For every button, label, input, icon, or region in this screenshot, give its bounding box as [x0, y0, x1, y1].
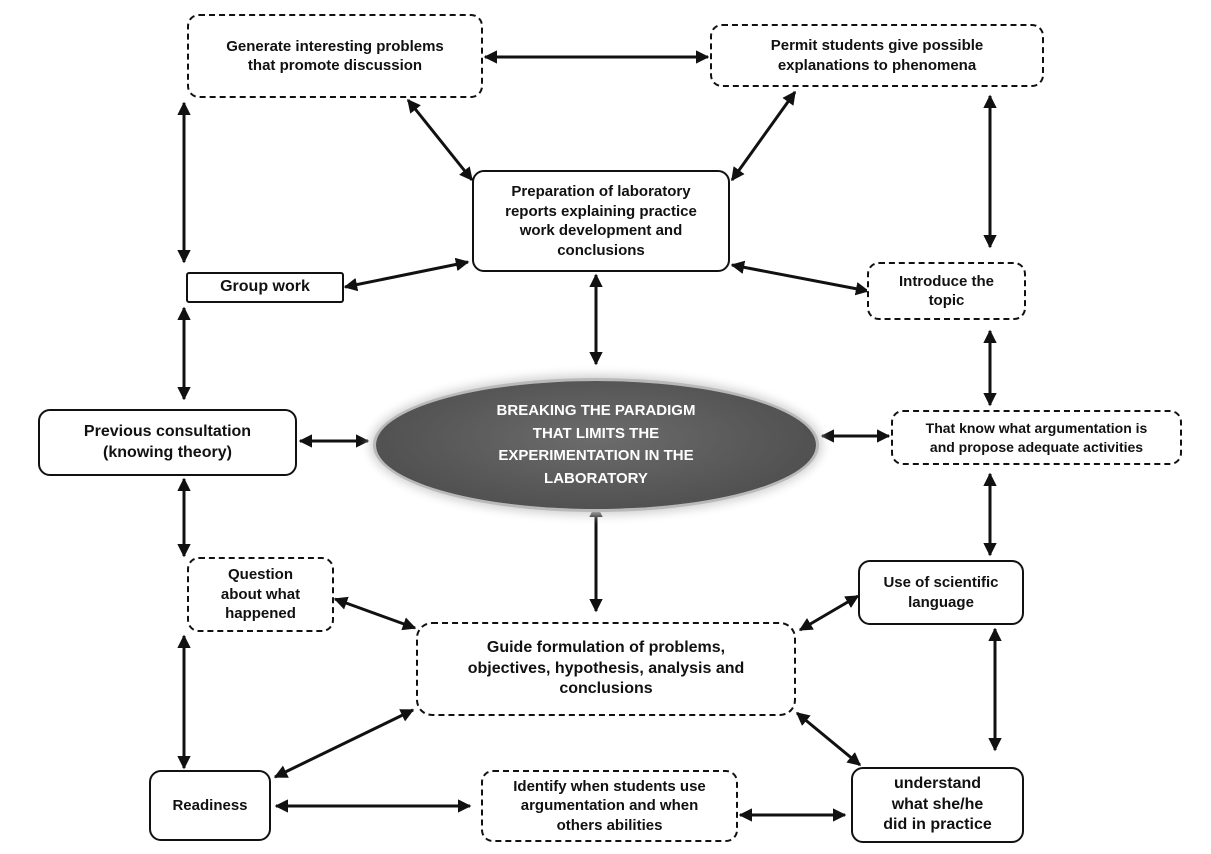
arrow-guide-understand: [795, 711, 862, 767]
node-generate-problems: Generate interesting problems that promo…: [187, 14, 483, 98]
arrow-permit-preparation: [730, 90, 797, 182]
node-introduce-topic: Introduce the topic: [867, 262, 1026, 320]
node-previous-consultation: Previous consultation (knowing theory): [38, 409, 297, 476]
arrow-guide-readiness: [273, 708, 415, 779]
arrow-question-guide: [333, 596, 417, 631]
node-guide-formulation: Guide formulation of problems, objective…: [416, 622, 796, 716]
node-permit-explanations: Permit students give possible explanatio…: [710, 24, 1044, 87]
node-readiness: Readiness: [149, 770, 271, 841]
arrow-group-preparation: [343, 257, 470, 292]
node-group-work: Group work: [186, 272, 344, 303]
arrow-preparation-introduce: [730, 260, 870, 296]
arrow-scientific-guide: [798, 594, 860, 632]
central-goal-ellipse: BREAKING THE PARADIGM THAT LIMITS THE EX…: [376, 381, 816, 509]
node-scientific-language: Use of scientific language: [858, 560, 1024, 625]
node-question-happened: Question about what happened: [187, 557, 334, 632]
arrow-generate-preparation: [406, 98, 474, 182]
node-argumentation-activities: That know what argumentation is and prop…: [891, 410, 1182, 465]
node-identify-argumentation: Identify when students use argumentation…: [481, 770, 738, 842]
node-preparation-reports: Preparation of laboratory reports explai…: [472, 170, 730, 272]
node-understand-practice: understand what she/he did in practice: [851, 767, 1024, 843]
